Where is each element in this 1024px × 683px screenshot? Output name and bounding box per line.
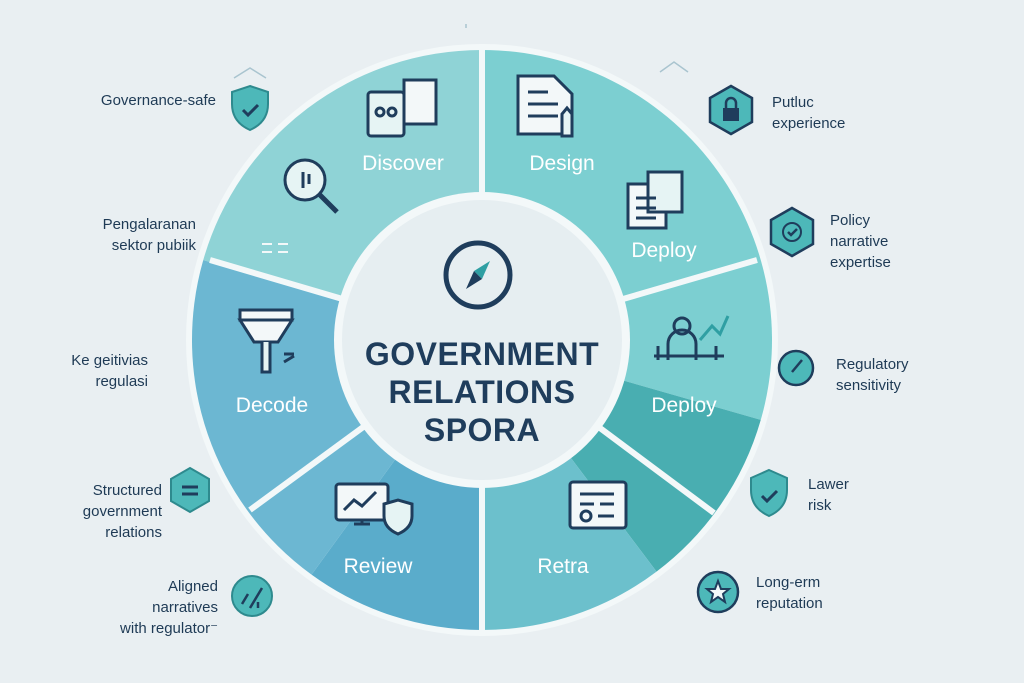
decorative-lines bbox=[233, 24, 689, 79]
segment-label-deploy-upper: Deploy bbox=[631, 239, 697, 262]
segment-label-design: Design bbox=[529, 152, 595, 175]
dash-marks bbox=[262, 243, 288, 253]
star-circle-icon bbox=[696, 570, 740, 614]
right-label-regulatory: Regulatory sensitivity bbox=[836, 356, 909, 394]
lock-hexagon-icon bbox=[708, 84, 754, 136]
gauge-circle-icon bbox=[777, 349, 815, 387]
people-chart-icon bbox=[654, 315, 730, 360]
hexagon-list-icon bbox=[170, 466, 210, 514]
segment-label-retra: Retra bbox=[537, 555, 589, 578]
segment-label-decode: Decode bbox=[235, 394, 309, 417]
center-title-line-2: RELATIONS bbox=[388, 374, 576, 410]
document-icon bbox=[516, 74, 574, 138]
compass-icon bbox=[443, 240, 513, 310]
center-title-line-1: GOVERNMENT bbox=[364, 336, 600, 372]
monitor-shield-icon bbox=[334, 482, 414, 536]
segment-label-review: Review bbox=[343, 555, 413, 578]
left-label-governance-safe: Governance-safe bbox=[100, 92, 216, 109]
shield-check-icon bbox=[231, 84, 269, 132]
center-title-line-3: SPORA bbox=[423, 412, 541, 448]
center-disc bbox=[342, 200, 622, 480]
funnel-icon bbox=[237, 308, 295, 374]
profile-card-icon bbox=[366, 78, 438, 138]
left-label-aligned: Aligned narratives with regulator⁻ bbox=[120, 578, 218, 637]
right-label-reputation: Long-erm reputation bbox=[756, 574, 823, 612]
left-label-regulation: Ke geitivias regulasi bbox=[71, 352, 148, 390]
left-label-public-sector: Pengalaranan sektor pubiik bbox=[102, 216, 196, 254]
check-hexagon-icon bbox=[769, 206, 815, 258]
report-icon bbox=[568, 480, 628, 530]
segment-label-discover: Discover bbox=[362, 152, 444, 175]
left-label-structured: Structured government relations bbox=[82, 482, 162, 541]
shield-check-icon bbox=[750, 468, 788, 518]
search-icon bbox=[283, 158, 339, 214]
segment-label-deploy-lower: Deploy bbox=[651, 394, 717, 417]
checklist-icon bbox=[626, 170, 684, 230]
chart-circle-icon bbox=[231, 575, 273, 617]
right-label-lawer-risk: Lawer risk bbox=[808, 476, 849, 514]
center-title: GOVERNMENT RELATIONS SPORA bbox=[365, 335, 599, 449]
right-label-public-experience: Putluc experience bbox=[772, 94, 846, 132]
right-label-policy: Policy narrative expertise bbox=[830, 212, 891, 271]
